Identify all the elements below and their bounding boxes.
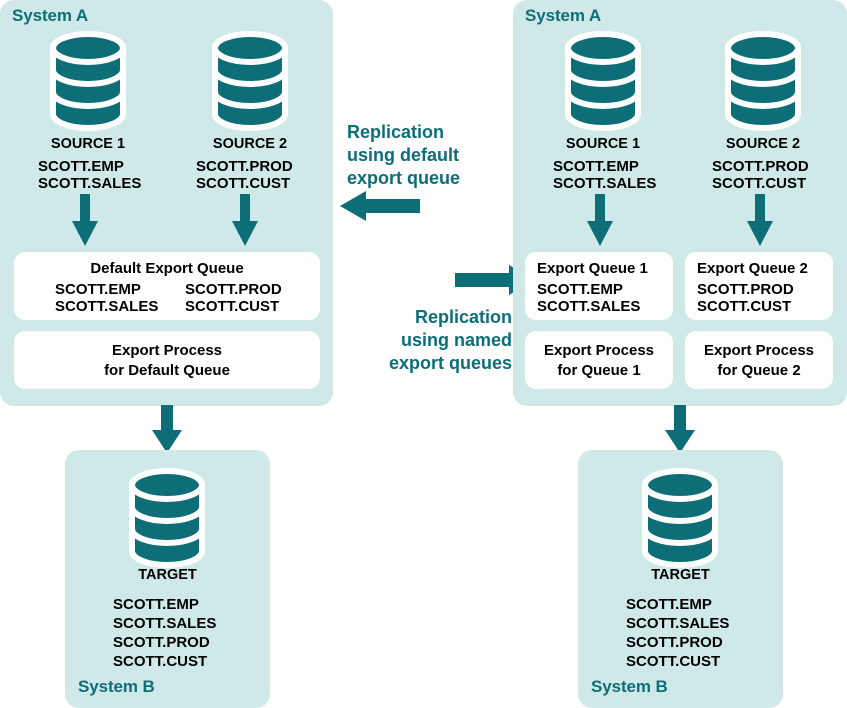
left-default-queue-column-2: SCOTT.PROD SCOTT.CUST	[185, 281, 282, 315]
table-name: SCOTT.PROD	[712, 158, 809, 175]
table-name: SCOTT.EMP	[553, 158, 639, 175]
left-source-1-tables: SCOTT.EMP SCOTT.SALES	[38, 158, 141, 192]
table-name: SCOTT.SALES	[55, 298, 159, 315]
left-source-2-tables: SCOTT.PROD SCOTT.CUST	[196, 158, 293, 192]
right-export-queue-2-title: Export Queue 2	[697, 260, 808, 277]
caption-line-1: Replication	[414, 307, 512, 327]
caption-line-3: export queue	[347, 168, 461, 188]
left-system-a-to-system-b-arrow	[152, 405, 182, 453]
table-name: SCOTT.EMP	[113, 596, 199, 613]
table-name: SCOTT.EMP	[55, 281, 141, 298]
process-line-2: for Queue 2	[717, 362, 801, 379]
process-line-2: for Default Queue	[104, 362, 230, 379]
left-source-1-title: SOURCE 1	[50, 136, 126, 152]
table-name: SCOTT.SALES	[38, 175, 142, 192]
right-export-queue-1-box: Export Queue 1 SCOTT.EMP SCOTT.SALES	[525, 252, 673, 320]
caption-line-2: using default	[347, 145, 459, 165]
right-export-queue-2-box: Export Queue 2 SCOTT.PROD SCOTT.CUST	[685, 252, 833, 320]
left-system-b-label: System B	[78, 677, 155, 696]
caption-line-1: Replication	[347, 122, 445, 142]
right-source-1-database-icon	[560, 31, 646, 131]
left-default-queue-title: Default Export Queue	[90, 260, 244, 277]
left-source-2-to-queue-arrow	[232, 194, 258, 246]
table-name: SCOTT.EMP	[537, 281, 623, 298]
table-name: SCOTT.SALES	[553, 175, 657, 192]
right-source-2-database-icon	[720, 31, 806, 131]
table-name: SCOTT.PROD	[185, 281, 282, 298]
right-system-a-label: System A	[525, 6, 602, 25]
table-name: SCOTT.SALES	[626, 615, 730, 632]
table-name: SCOTT.EMP	[626, 596, 712, 613]
right-source-2-to-queue-2-arrow	[747, 194, 773, 246]
right-export-process-2-label: Export Process for Queue 2	[685, 341, 833, 381]
replication-default-queue-caption: Replication using default export queue	[347, 121, 460, 190]
table-name: SCOTT.CUST	[712, 175, 807, 192]
right-target-title: TARGET	[651, 567, 710, 583]
left-export-process-label: Export Process for Default Queue	[14, 341, 320, 381]
table-name: SCOTT.EMP	[38, 158, 124, 175]
left-export-process-box: Export Process for Default Queue	[14, 331, 320, 389]
right-source-1-tables: SCOTT.EMP SCOTT.SALES	[553, 158, 656, 192]
left-source-1-database-icon	[45, 31, 131, 131]
process-line-1: Export Process	[703, 342, 815, 359]
table-name: SCOTT.SALES	[113, 615, 217, 632]
right-target-tables: SCOTT.EMP SCOTT.SALES SCOTT.PROD SCOTT.C…	[626, 595, 729, 671]
left-system-a-label: System A	[12, 6, 89, 25]
caption-line-2: using named	[400, 330, 512, 350]
table-name: SCOTT.PROD	[113, 634, 210, 651]
table-name: SCOTT.SALES	[537, 298, 641, 315]
right-source-1-title: SOURCE 1	[565, 136, 641, 152]
left-target-tables: SCOTT.EMP SCOTT.SALES SCOTT.PROD SCOTT.C…	[113, 595, 216, 671]
process-line-1: Export Process	[543, 342, 655, 359]
table-name: SCOTT.CUST	[113, 653, 208, 670]
left-source-2-database-icon	[207, 31, 293, 131]
right-export-queue-1-tables: SCOTT.EMP SCOTT.SALES	[537, 281, 640, 315]
right-system-b-label: System B	[591, 677, 668, 696]
left-default-queue-column-1: SCOTT.EMP SCOTT.SALES	[55, 281, 158, 315]
left-source-1-to-queue-arrow	[72, 194, 98, 246]
right-export-process-1-label: Export Process for Queue 1	[525, 341, 673, 381]
process-line-1: Export Process	[111, 342, 223, 359]
table-name: SCOTT.PROD	[626, 634, 723, 651]
left-default-export-queue-box: Default Export Queue SCOTT.EMP SCOTT.SAL…	[14, 252, 320, 320]
left-source-2-title: SOURCE 2	[212, 136, 288, 152]
process-line-2: for Queue 1	[557, 362, 641, 379]
table-name: SCOTT.CUST	[697, 298, 792, 315]
right-source-1-to-queue-1-arrow	[587, 194, 613, 246]
table-name: SCOTT.PROD	[196, 158, 293, 175]
table-name: SCOTT.CUST	[196, 175, 291, 192]
caption-line-3: export queues	[388, 353, 512, 373]
right-export-queue-1-title: Export Queue 1	[537, 260, 648, 277]
replication-default-queue-left-arrow	[340, 190, 420, 222]
table-name: SCOTT.PROD	[697, 281, 794, 298]
right-export-process-queue-1-box: Export Process for Queue 1	[525, 331, 673, 389]
table-name: SCOTT.CUST	[626, 653, 721, 670]
left-target-title: TARGET	[138, 567, 197, 583]
table-name: SCOTT.CUST	[185, 298, 280, 315]
right-export-queue-2-tables: SCOTT.PROD SCOTT.CUST	[697, 281, 794, 315]
replication-named-queues-caption: Replication using named export queues	[340, 306, 512, 375]
right-export-process-queue-2-box: Export Process for Queue 2	[685, 331, 833, 389]
right-source-2-tables: SCOTT.PROD SCOTT.CUST	[712, 158, 809, 192]
left-target-database-icon	[124, 468, 210, 568]
right-target-database-icon	[637, 468, 723, 568]
right-system-a-to-system-b-arrow	[665, 405, 695, 453]
right-source-2-title: SOURCE 2	[725, 136, 801, 152]
